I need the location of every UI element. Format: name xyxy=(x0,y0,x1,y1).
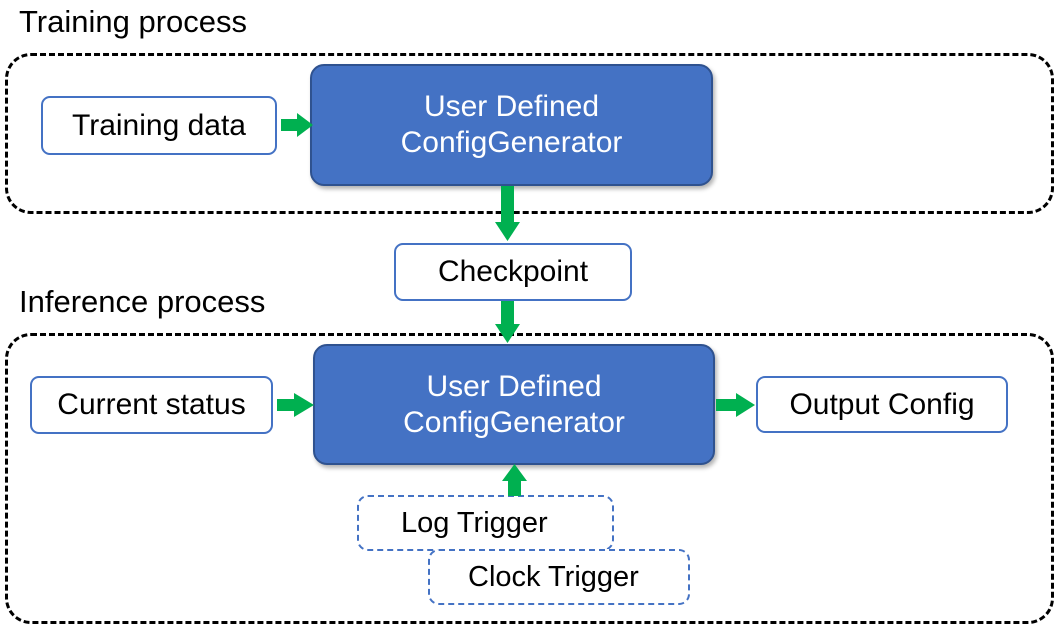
training-config-generator-line1: User Defined xyxy=(423,90,600,123)
training-config-generator-box[interactable]: User Defined ConfigGenerator xyxy=(310,64,713,186)
current-status-label: Current status xyxy=(57,388,246,421)
training-data-label: Training data xyxy=(72,108,246,142)
output-config-label: Output Config xyxy=(789,387,975,421)
clock-trigger-box[interactable]: Clock Trigger xyxy=(428,549,690,605)
output-config-box[interactable]: Output Config xyxy=(756,376,1008,433)
checkpoint-box[interactable]: Checkpoint xyxy=(394,243,632,301)
training-process-caption: Training process xyxy=(19,4,248,39)
log-trigger-label: Log Trigger xyxy=(401,506,548,539)
log-trigger-box[interactable]: Log Trigger xyxy=(357,495,614,551)
training-config-generator-line2: ConfigGenerator xyxy=(400,126,623,159)
checkpoint-label: Checkpoint xyxy=(437,255,589,288)
inference-process-caption: Inference process xyxy=(19,284,266,319)
training-process-container xyxy=(5,53,1054,214)
current-status-box[interactable]: Current status xyxy=(30,376,273,434)
inference-config-generator-line2: ConfigGenerator xyxy=(403,405,625,439)
inference-process-container xyxy=(5,333,1054,624)
training-data-box[interactable]: Training data xyxy=(41,96,277,155)
inference-config-generator-line1: User Defined xyxy=(426,369,602,403)
inference-config-generator-box[interactable]: User Defined ConfigGenerator xyxy=(313,344,715,465)
clock-trigger-label: Clock Trigger xyxy=(468,560,639,593)
